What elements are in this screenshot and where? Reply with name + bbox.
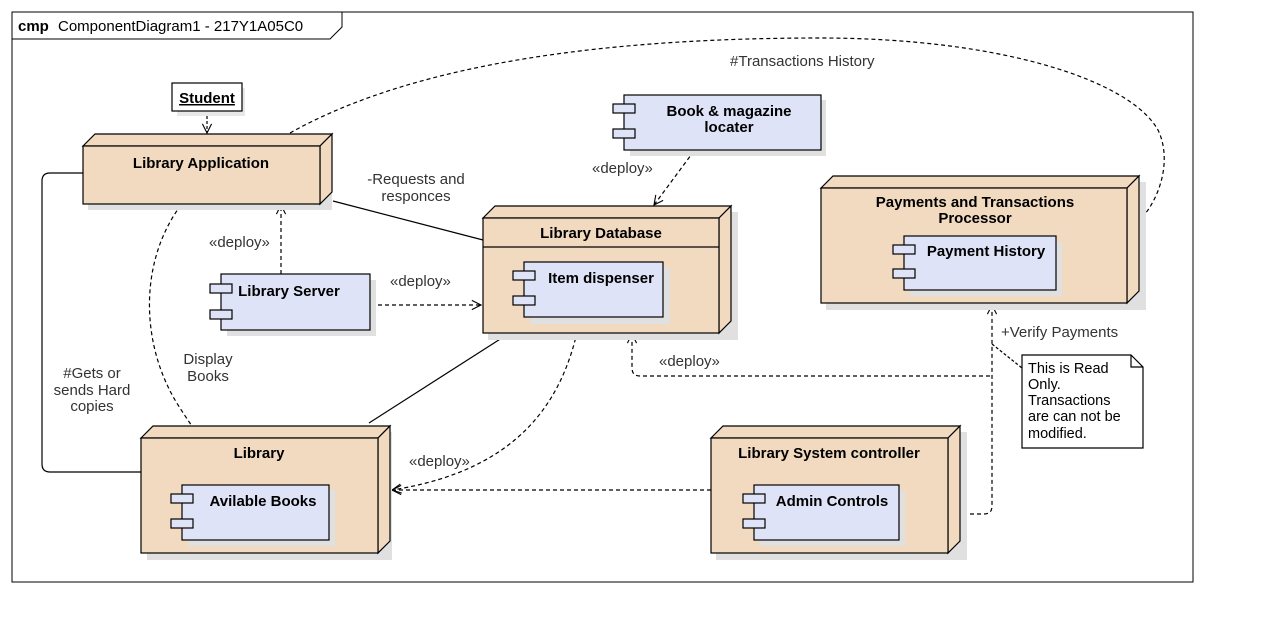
deploy-server-db-label: «deploy» xyxy=(390,273,451,290)
component-icon xyxy=(209,283,233,294)
component-icon xyxy=(512,295,536,306)
item-dispenser-label: Item dispenser xyxy=(548,270,654,287)
component-icon xyxy=(209,309,233,320)
component-icon xyxy=(512,270,536,281)
library-application-title: Library Application xyxy=(133,155,269,172)
frame-title: ComponentDiagram1 - 217Y1A05C0 xyxy=(58,18,303,35)
library-server-label: Library Server xyxy=(238,283,340,300)
dispenser-to-library-deploy xyxy=(392,317,581,490)
hard-copies-label-line1: #Gets or xyxy=(63,365,121,382)
deploy-server-app-label: «deploy» xyxy=(209,234,270,251)
component-icon xyxy=(742,518,766,529)
admin-to-payment-connector xyxy=(900,305,992,515)
hard-copies-label-line3: copies xyxy=(70,398,113,415)
note-line2: Only. xyxy=(1028,377,1061,393)
component-icon xyxy=(892,268,916,279)
library-database-title: Library Database xyxy=(540,225,662,242)
locater-deploy-connector xyxy=(654,150,695,205)
component-admin-controls[interactable]: Admin Controls xyxy=(742,484,905,546)
available-books-label: Avilable Books xyxy=(210,493,317,510)
student-label: Student xyxy=(179,90,235,107)
library-title: Library xyxy=(234,445,286,462)
note-line5: modified. xyxy=(1028,426,1087,442)
note-line1: This is Read xyxy=(1028,361,1109,377)
book-locater-label-line2: locater xyxy=(704,119,753,136)
component-available-books[interactable]: Avilable Books xyxy=(170,484,335,546)
book-locater-label-line1: Book & magazine xyxy=(666,103,791,120)
display-books-label-line2: Books xyxy=(187,368,229,385)
node-library-application[interactable]: Library Application xyxy=(81,132,334,210)
display-books-connector xyxy=(148,204,228,482)
verify-payments-label: +Verify Payments xyxy=(1001,324,1118,341)
hard-copies-association xyxy=(41,172,141,473)
student-actor[interactable]: Student xyxy=(171,82,245,116)
payments-title-line2: Processor xyxy=(938,210,1012,227)
transactions-history-label: #Transactions History xyxy=(730,53,875,70)
note-line3: Transactions xyxy=(1028,393,1110,409)
component-icon xyxy=(612,128,636,139)
deploy-admin-db-label: «deploy» xyxy=(659,353,720,370)
requests-label-line1: -Requests and xyxy=(367,171,465,188)
component-item-dispenser[interactable]: Item dispenser xyxy=(512,261,670,324)
admin-to-db-deploy xyxy=(632,334,990,377)
db-library-association xyxy=(368,335,506,424)
system-controller-title: Library System controller xyxy=(738,445,920,462)
edge-labels: #Transactions History -Requests and resp… xyxy=(54,53,1119,470)
requests-association xyxy=(332,200,484,241)
component-icon xyxy=(170,518,194,529)
note-anchor xyxy=(991,343,1023,369)
component-book-locater[interactable]: Book & magazine locater xyxy=(612,94,826,156)
display-books-label-line1: Display xyxy=(183,351,233,368)
component-icon xyxy=(612,103,636,114)
requests-label-line2: responces xyxy=(381,188,450,205)
hard-copies-label-line2: sends Hard xyxy=(54,382,131,399)
component-library-server[interactable]: Library Server xyxy=(209,273,376,336)
component-icon xyxy=(742,493,766,504)
deploy-library-label: «deploy» xyxy=(409,453,470,470)
payments-title-line1: Payments and Transactions xyxy=(876,194,1074,211)
read-only-note[interactable]: This is Read Only. Transactions are can … xyxy=(1021,354,1144,449)
component-payment-history[interactable]: Payment History xyxy=(892,235,1062,296)
deploy-locater-label: «deploy» xyxy=(592,160,653,177)
component-icon xyxy=(892,244,916,255)
component-icon xyxy=(170,493,194,504)
frame-keyword: cmp xyxy=(18,18,49,35)
admin-controls-label: Admin Controls xyxy=(776,493,889,510)
payment-history-label: Payment History xyxy=(927,243,1046,260)
note-line4: are can not be xyxy=(1028,409,1121,425)
